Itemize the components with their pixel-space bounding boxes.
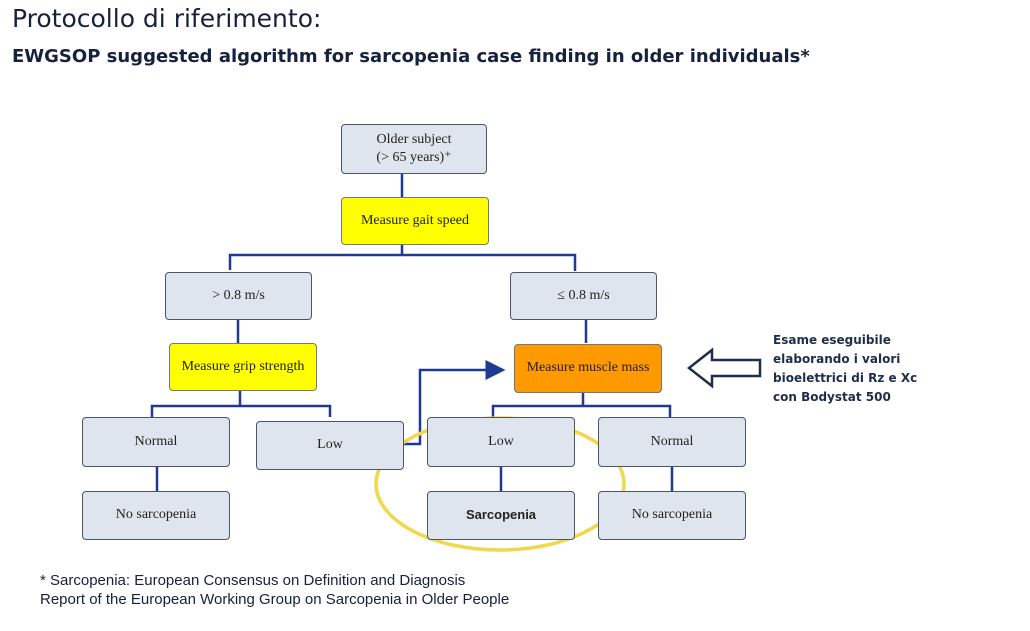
no-sarcopenia-right-box: No sarcopenia	[598, 491, 746, 540]
note-line-2: elaborando i valori	[773, 352, 901, 366]
measure-grip-strength-box: Measure grip strength	[169, 343, 317, 391]
older-subject-age-label: (> 65 years)⁺	[376, 150, 452, 165]
measure-muscle-mass-label: Measure muscle mass	[526, 360, 650, 376]
no-sarcopenia-left-label: No sarcopenia	[115, 507, 197, 523]
footnote-line-1: * Sarcopenia: European Consensus on Defi…	[40, 572, 466, 589]
connector-mass-split	[491, 404, 672, 417]
note-line-3: bioelettrici di Rz e Xc	[773, 371, 918, 385]
grip-low-box: Low	[256, 421, 404, 470]
no-sarcopenia-left-box: No sarcopenia	[82, 491, 230, 540]
page-title: Protocollo di riferimento:	[12, 4, 322, 33]
measure-muscle-mass-box: Measure muscle mass	[514, 344, 662, 393]
gait-above-label: > 0.8 m/s	[212, 287, 265, 303]
connector-grip-split	[150, 404, 332, 417]
sarcopenia-label: Sarcopenia	[465, 507, 537, 523]
page-subtitle: EWGSOP suggested algorithm for sarcopeni…	[12, 46, 810, 67]
grip-low-label: Low	[317, 437, 343, 453]
bodystat-note: Esame eseguibile elaborando i valori bio…	[773, 331, 917, 407]
footnote-line-2: Report of the European Working Group on …	[40, 591, 510, 608]
footnote: * Sarcopenia: European Consensus on Defi…	[40, 571, 509, 609]
no-sarcopenia-right-label: No sarcopenia	[631, 507, 713, 523]
gait-below-label: ≤ 0.8 m/s	[557, 287, 610, 303]
measure-gait-speed-box: Measure gait speed	[341, 197, 489, 245]
mass-normal-label: Normal	[650, 433, 694, 449]
note-line-4: con Bodystat 500	[773, 390, 891, 404]
older-subject-label: Older subject	[376, 131, 452, 147]
connector-lowgrip-to-mass	[403, 360, 506, 446]
gait-below-box: ≤ 0.8 m/s	[510, 272, 657, 320]
connector-gait-split	[228, 253, 577, 271]
mass-normal-box: Normal	[598, 417, 746, 467]
grip-normal-box: Normal	[82, 417, 230, 467]
measure-grip-strength-label: Measure grip strength	[181, 358, 305, 374]
hollow-arrow-icon	[686, 347, 762, 389]
measure-gait-speed-label: Measure gait speed	[360, 212, 470, 228]
gait-above-box: > 0.8 m/s	[165, 272, 312, 320]
note-line-1: Esame eseguibile	[773, 333, 891, 347]
grip-normal-label: Normal	[134, 433, 178, 449]
mass-low-box: Low	[427, 417, 575, 467]
sarcopenia-box: Sarcopenia	[427, 491, 575, 540]
mass-low-label: Low	[488, 433, 514, 449]
older-subject-box: Older subject (> 65 years)⁺	[341, 124, 487, 174]
